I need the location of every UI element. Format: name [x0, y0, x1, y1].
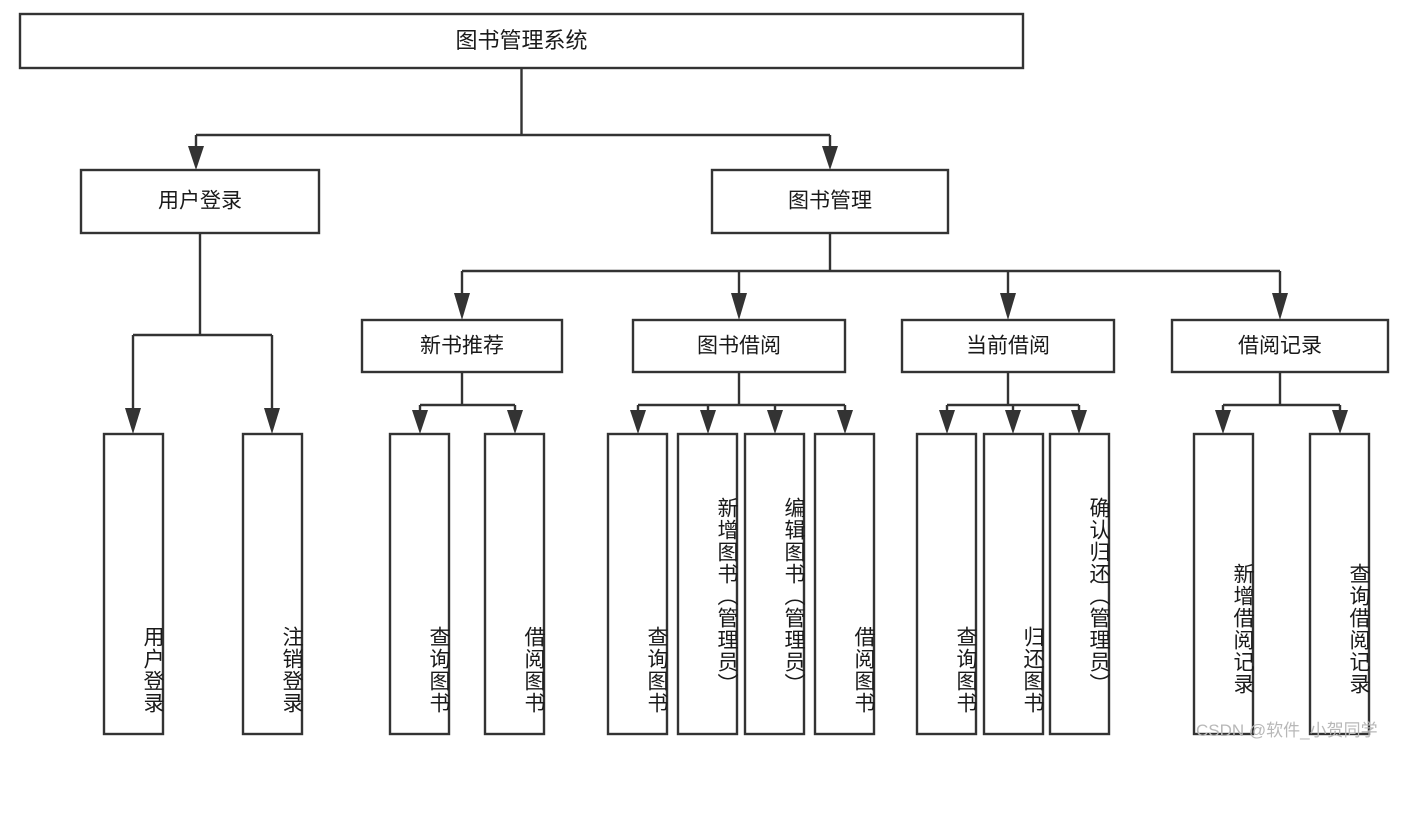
node-book-manage[interactable]: 图书管理: [710, 168, 950, 235]
connectors-book-manage-to-level3: [454, 233, 1288, 320]
node-leaf-confirm-return-admin[interactable]: [1048, 432, 1111, 736]
node-leaf-edit-book-admin[interactable]: [743, 432, 806, 736]
node-user-login[interactable]: 用户登录: [79, 168, 321, 235]
node-borrow-record[interactable]: 借阅记录: [1170, 318, 1390, 374]
connectors-new-book-recommend-to-leaves: [412, 372, 523, 434]
node-leaf-add-book-admin[interactable]: [676, 432, 739, 736]
node-new-book-recommend-label: 新书推荐: [420, 335, 504, 358]
connectors-root-to-level2: [188, 68, 838, 170]
connectors-book-borrow-to-leaves: [630, 372, 853, 434]
node-leaf-query-book-3[interactable]: [915, 432, 978, 736]
node-current-borrow[interactable]: 当前借阅: [900, 318, 1116, 374]
node-leaf-query-book-2[interactable]: [606, 432, 669, 736]
connectors-user-login-to-leaves: [125, 233, 280, 434]
connectors-borrow-record-to-leaves: [1215, 372, 1348, 434]
node-user-login-label: 用户登录: [158, 190, 242, 213]
node-leaf-user-login[interactable]: [102, 432, 165, 736]
node-new-book-recommend[interactable]: 新书推荐: [360, 318, 564, 374]
node-leaf-return-book[interactable]: [982, 432, 1045, 736]
node-borrow-record-label: 借阅记录: [1238, 335, 1322, 358]
node-root-label: 图书管理系统: [455, 28, 587, 53]
node-current-borrow-label: 当前借阅: [966, 335, 1050, 358]
diagram-canvas-root: 图书管理系统 用户登录 图书管理 新书推荐 图书借阅 当前借阅 借阅记录: [18, 12, 1390, 740]
connectors-current-borrow-to-leaves: [939, 372, 1087, 434]
node-book-borrow[interactable]: 图书借阅: [631, 318, 847, 374]
node-leaf-query-borrow-record[interactable]: [1308, 432, 1371, 736]
csdn-watermark: CSDN @软件_小贺同学: [1196, 721, 1378, 740]
node-root[interactable]: 图书管理系统: [18, 12, 1025, 70]
node-leaf-query-book-1[interactable]: [388, 432, 451, 736]
node-book-manage-label: 图书管理: [788, 190, 872, 213]
node-leaf-borrow-book-2[interactable]: [813, 432, 876, 736]
node-leaf-logout-login[interactable]: [241, 432, 304, 736]
tree-diagram-svg: 图书管理系统 用户登录 图书管理 新书推荐 图书借阅 当前借阅 借阅记录: [18, 12, 1390, 736]
node-leaf-borrow-book-1[interactable]: [483, 432, 546, 736]
node-leaf-add-borrow-record[interactable]: [1192, 432, 1255, 736]
node-book-borrow-label: 图书借阅: [697, 335, 781, 358]
